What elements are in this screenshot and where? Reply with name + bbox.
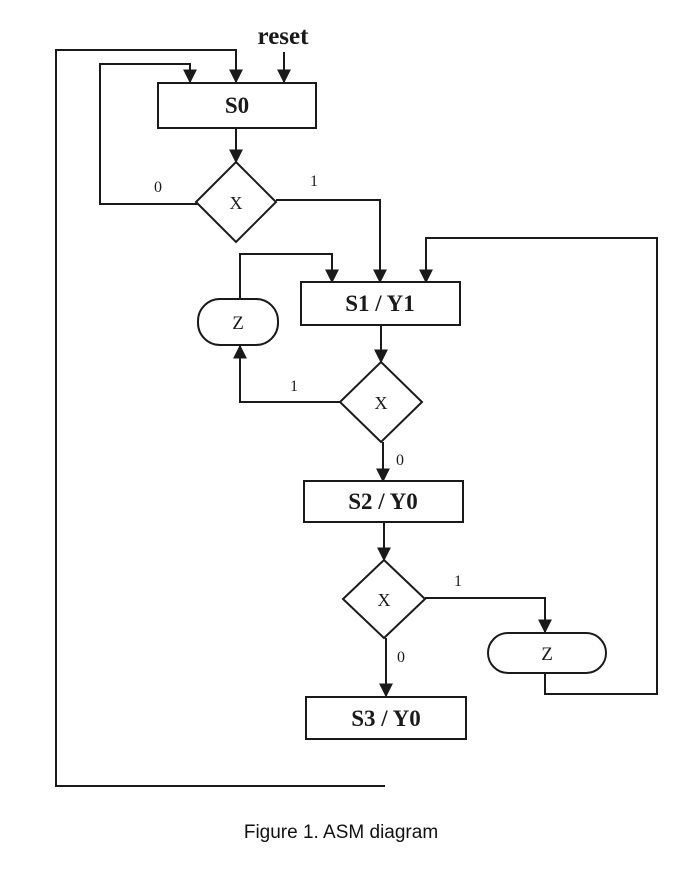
- output-label-z2: Z: [541, 644, 553, 665]
- decision-diamond-2: [338, 360, 424, 444]
- state-box-s3: [305, 696, 467, 740]
- asm-diagram-canvas: reset S0 S1 / Y1 S2 / Y0 S3 / Y0 X X X Z…: [55, 23, 658, 787]
- state-label-s0: S0: [225, 93, 249, 118]
- decision-label-1: X: [230, 193, 243, 213]
- state-box-s2: [303, 480, 464, 523]
- edge-z2-s1: [419, 237, 658, 695]
- decision-label-3: X: [378, 590, 391, 610]
- decision-diamond-1: [194, 160, 278, 244]
- output-label-z1: Z: [232, 313, 244, 334]
- edge-d1-true-s1: [276, 199, 387, 284]
- edge-d3-true-z2: [425, 597, 552, 634]
- branch-label-d1-true: 1: [310, 173, 318, 190]
- edge-z1-s1: [239, 253, 339, 298]
- state-box-s1: [300, 281, 461, 326]
- loop-d1-false-to-s0: [99, 63, 198, 205]
- branch-label-d2-false: 0: [396, 452, 404, 469]
- decision-diamond-3: [341, 558, 427, 640]
- state-box-s0: [157, 82, 317, 129]
- branch-label-d1-false: 0: [154, 179, 162, 196]
- state-label-s3: S3 / Y0: [351, 706, 420, 731]
- branch-label-d2-true: 1: [290, 378, 298, 395]
- reset-label: reset: [258, 23, 310, 50]
- output-box-z1: [197, 298, 279, 346]
- state-label-s1: S1 / Y1: [345, 291, 414, 316]
- loop-s3-to-s0: [55, 49, 385, 787]
- decision-label-2: X: [375, 393, 388, 413]
- edge-d2-true-z1: [233, 344, 340, 403]
- branch-label-d3-false: 0: [397, 649, 405, 666]
- output-box-z2: [487, 632, 607, 674]
- branch-label-d3-true: 1: [454, 573, 462, 590]
- figure-caption: Figure 1. ASM diagram: [243, 822, 439, 843]
- state-label-s2: S2 / Y0: [348, 489, 417, 514]
